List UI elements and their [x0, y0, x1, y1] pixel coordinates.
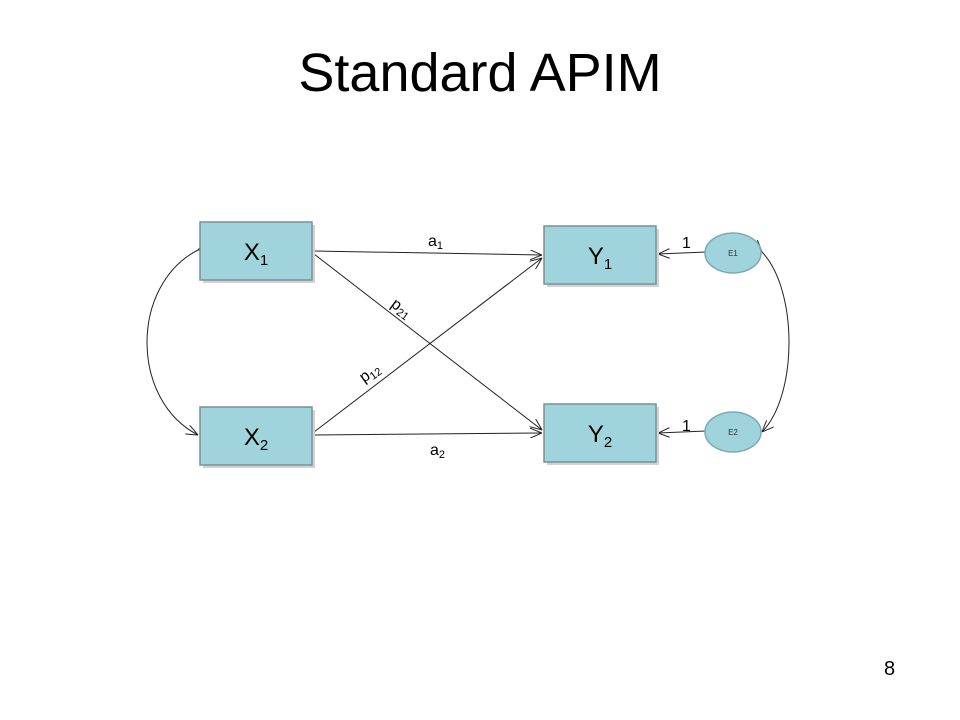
svg-text:X1: X1 [244, 239, 268, 269]
y2-node: Y2 [543, 403, 659, 465]
a2-path-arrow [313, 433, 542, 435]
e2-label: E2 [728, 428, 738, 437]
x2-label: X [244, 424, 260, 451]
svg-text:Y1: Y1 [588, 243, 612, 273]
y2-label: Y [588, 421, 604, 448]
x1-subscript: 1 [260, 252, 268, 269]
p21-path-arrow [313, 253, 542, 430]
e1-loading-arrow [658, 252, 707, 254]
y2-subscript: 2 [604, 434, 612, 451]
a2-path-label: a2 [430, 442, 445, 461]
a1-path-arrow [313, 251, 542, 255]
y1-node: Y1 [543, 225, 659, 287]
e2-loading-label: 1 [682, 418, 691, 435]
e1-label: E1 [728, 249, 738, 258]
e1-node: E1 [704, 232, 762, 274]
e2-node: E2 [704, 411, 762, 453]
svg-text:Y2: Y2 [588, 421, 612, 451]
a1-path-label: a1 [428, 233, 443, 252]
y1-label: Y [588, 243, 604, 270]
x1-node: X1 [199, 221, 315, 283]
p12-path-label: p12 [356, 360, 384, 388]
x2-node: X2 [199, 406, 315, 468]
page-number: 8 [884, 658, 896, 680]
slide-title: Standard APIM [298, 43, 662, 103]
p12-path-arrow [313, 258, 542, 433]
e1-loading-label: 1 [682, 235, 691, 252]
x2-subscript: 2 [260, 437, 268, 454]
x1-x2-correlation-arrow [146, 250, 198, 435]
e2-loading-arrow [658, 431, 707, 433]
p21-path-label: p21 [386, 295, 414, 323]
y1-subscript: 1 [604, 256, 612, 273]
x1-label: X [244, 239, 260, 266]
svg-text:X2: X2 [244, 424, 268, 454]
e1-e2-correlation-arrow [762, 252, 790, 432]
